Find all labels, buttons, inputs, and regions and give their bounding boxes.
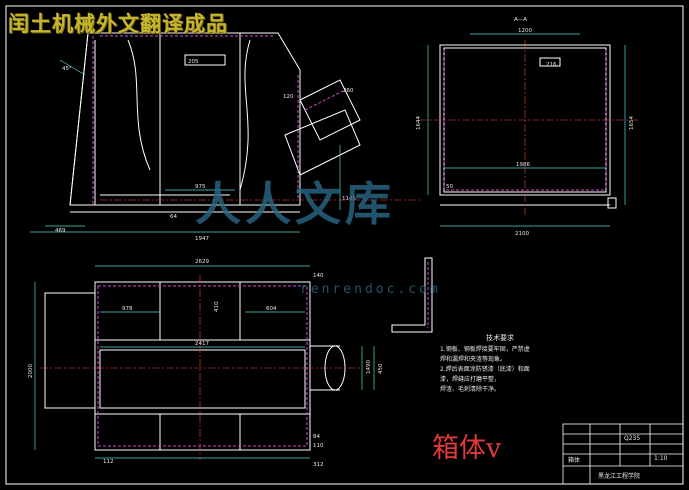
front-view-hidden: [92, 35, 346, 205]
top-view-hidden: [97, 285, 308, 447]
dim-2629: 2629: [195, 259, 209, 265]
technical-note-line: 焊和漏焊和夹渣等现象。: [440, 356, 507, 363]
technical-note-line: 焊渣、毛刺清除干净。: [440, 386, 501, 393]
bracket-detail: [391, 257, 433, 333]
dim-angle: 45°: [62, 66, 72, 72]
title-school: 黑龙江工程学院: [598, 472, 640, 480]
drawing-title: 箱体v: [432, 433, 502, 464]
dim-50: 50: [446, 184, 453, 190]
dim-110: 110: [313, 443, 324, 449]
technical-note-line: 2.焊后表面涂防锈漆（底漆）和面: [440, 366, 530, 373]
dim-450: 450: [378, 363, 384, 374]
dim-1200: 1200: [518, 28, 532, 34]
title-block-text: 箱体 Q235 1:10 黑龙江工程学院: [568, 435, 668, 480]
technical-note-line: 1.钢板、钢板焊接要牢固，严禁虚: [440, 346, 530, 353]
dim-410: 410: [214, 301, 220, 312]
dim-1644: 1644: [416, 116, 422, 130]
dim-978: 978: [122, 306, 133, 312]
section-view-dims: [427, 33, 626, 227]
dim-975: 975: [195, 184, 206, 190]
technical-note-line: 漆，焊缝应打磨平整，: [440, 376, 501, 383]
banner-text: 闰土机械外文翻译成品: [8, 12, 228, 36]
front-view-dims: [30, 59, 341, 233]
dim-1986: 1986: [516, 162, 530, 168]
dim-205: 205: [188, 59, 199, 65]
title-material: Q235: [624, 435, 640, 442]
dim-2100: 2100: [515, 231, 529, 237]
watermark-brand: 人人文库: [195, 177, 395, 231]
top-view-dims: [34, 265, 375, 459]
dim-64: 64: [170, 214, 177, 220]
dim-469: 469: [55, 228, 66, 234]
top-dim-text: 2629 140 978 410 604 2417 2000 1490 450 …: [28, 259, 384, 468]
dim-604: 604: [266, 306, 277, 312]
title-block: [562, 423, 684, 485]
section-label: A—A: [514, 17, 527, 23]
dim-120: 120: [283, 94, 294, 100]
dim-1947: 1947: [195, 236, 209, 242]
dim-216: 216: [546, 62, 557, 68]
dim-112: 112: [103, 459, 114, 465]
watermark-url: renrendoc.com: [300, 282, 441, 297]
drawing-border: [5, 5, 684, 485]
section-dim-text: A—A 1200 216 1644 1654 1986 50 2100: [416, 17, 635, 237]
title-scale: 1:10: [654, 455, 668, 462]
dim-2417: 2417: [195, 341, 209, 347]
front-view-dim-text: 975 64 205 1947 469 45° 120 260 1145: [55, 59, 356, 242]
dim-260: 260: [343, 88, 354, 94]
dim-1490: 1490: [366, 360, 372, 374]
technical-notes: 技术要求 1.钢板、钢板焊接要牢固，严禁虚 焊和漏焊和夹渣等现象。 2.焊后表面…: [440, 333, 560, 395]
section-view: [439, 44, 617, 209]
dim-84: 84: [313, 434, 320, 440]
dim-2000: 2000: [28, 364, 34, 378]
dim-140: 140: [313, 273, 324, 279]
dim-312: 312: [313, 462, 324, 468]
technical-notes-heading: 技术要求: [486, 334, 514, 342]
front-view: [69, 32, 361, 213]
dim-1654: 1654: [629, 116, 635, 130]
title-part-name: 箱体: [568, 456, 580, 464]
top-view: [44, 281, 346, 451]
dim-1145: 1145: [342, 196, 356, 202]
